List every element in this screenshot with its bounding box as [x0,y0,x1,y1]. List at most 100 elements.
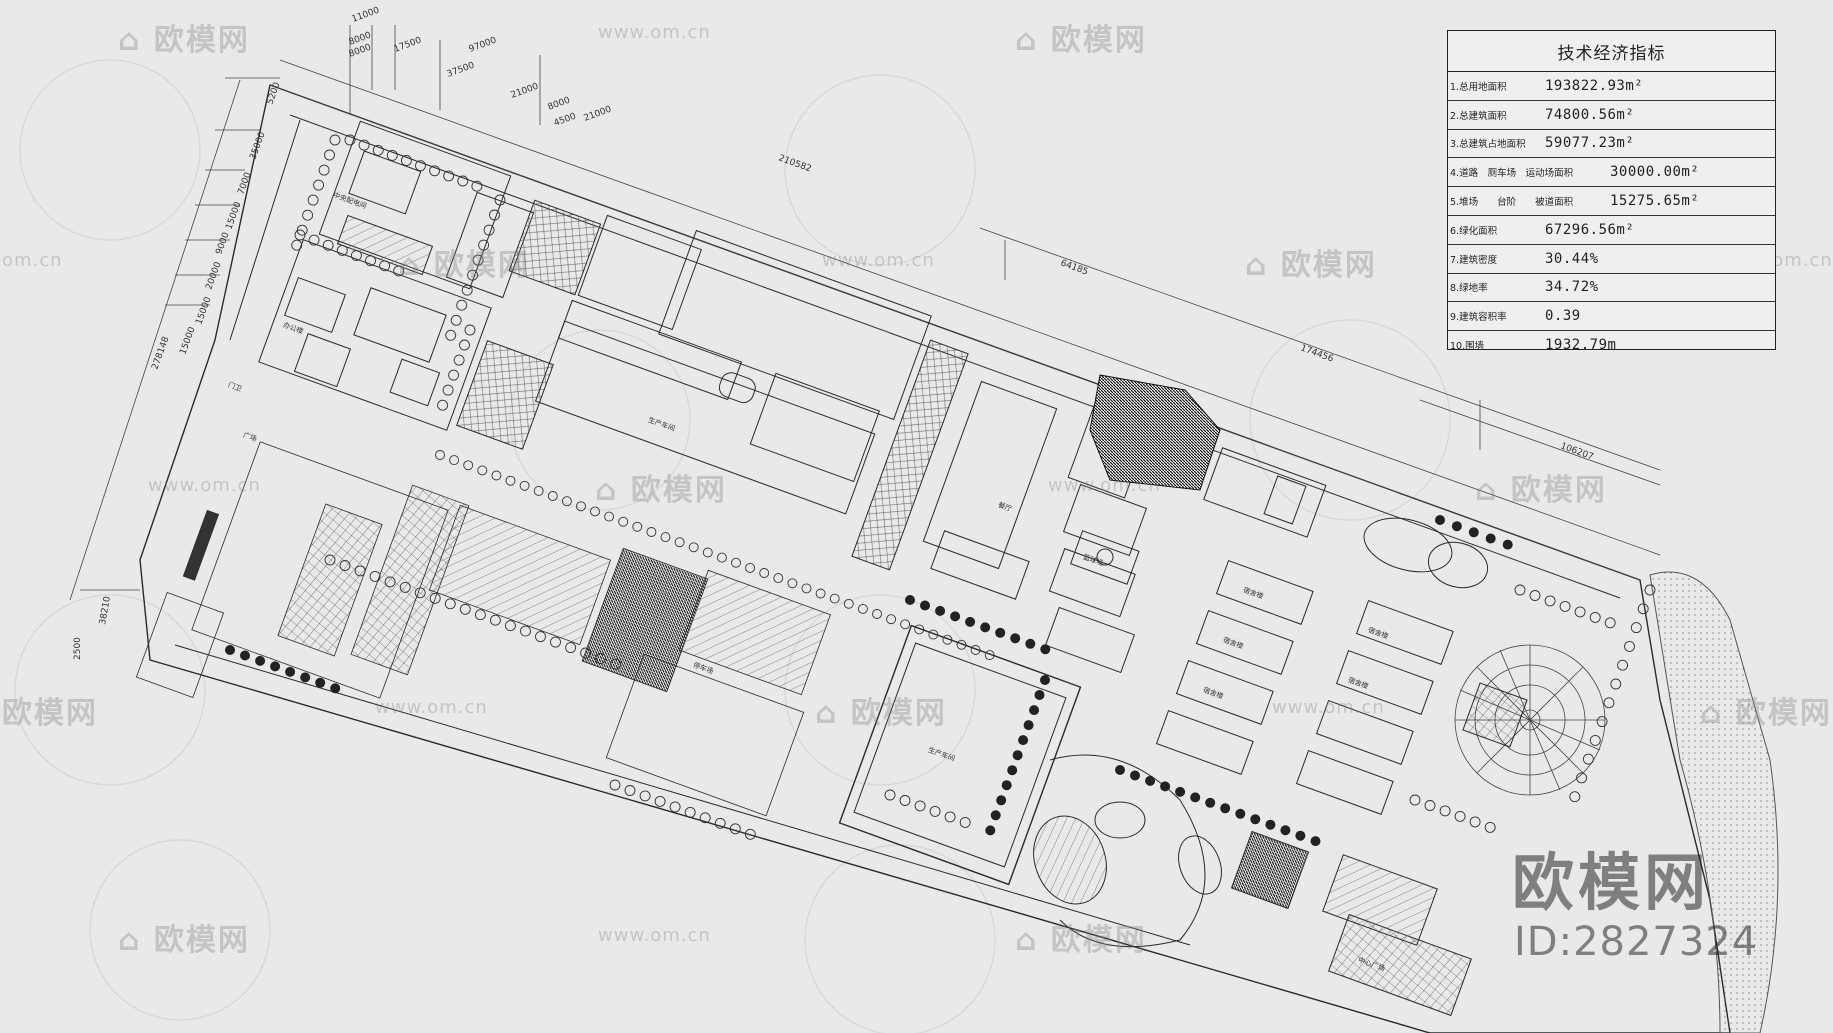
shrub [225,645,235,655]
tree [365,255,376,267]
tree [654,795,666,807]
shrub [905,595,915,605]
dim-left-total: 278148 [150,335,171,371]
tree [745,562,756,573]
shrub [315,677,326,688]
shrub [965,616,976,627]
shrub [1115,765,1125,775]
tree [1469,816,1481,828]
tree [1637,603,1649,615]
shrub [1190,792,1201,803]
dim-top-8: 21000 [583,105,614,124]
shrub [920,600,930,611]
shrub [1025,638,1036,649]
tree [843,598,854,609]
tree [369,570,381,582]
tree [1484,821,1496,833]
shrub [1007,765,1018,776]
shrub [285,666,296,677]
tree [457,175,469,187]
tree [505,475,516,486]
tree [944,811,956,823]
tree [478,239,490,251]
site-boundary [139,84,1731,1033]
row-label: 1.总用地面积 [1450,81,1507,93]
tree [942,634,953,645]
tree [624,785,636,796]
tree [669,801,681,813]
row-value: 193822.93m² [1545,77,1644,94]
shrub [1280,825,1291,836]
tree [1624,640,1635,652]
tree [1569,791,1581,803]
dim-left-4: 9000 [214,231,231,256]
dim-left-1: 35000 [248,130,267,161]
tree [576,501,586,512]
tree [354,565,366,577]
shrub [1145,775,1156,786]
shrub [255,655,266,666]
shrub [1485,533,1496,544]
tree [731,557,741,568]
tree [324,554,336,566]
tree [872,609,882,619]
shrub [240,650,250,661]
row-label: 5.堆场 台阶 被道面积 [1450,197,1574,209]
tree [435,450,445,460]
tree [1582,753,1594,765]
tree [970,645,981,655]
tree [483,224,495,236]
tree [463,460,474,471]
tree [714,817,726,829]
row-label: 3.总建筑占地面积 [1450,139,1526,151]
dim-left-5: 20000 [204,260,223,291]
tree [313,179,325,191]
dark-garden [1089,374,1221,491]
tree [358,139,370,151]
tree [660,532,671,543]
tree [437,399,449,411]
tree [308,234,320,246]
shrub [300,672,311,683]
table-title: 技术经济指标 [1448,31,1775,72]
tree [379,260,391,272]
tree [1559,600,1571,612]
tree [899,795,911,806]
tree [386,149,398,161]
tree [477,465,488,476]
shrub [1040,675,1050,685]
dim-top-9: 4500 [553,111,578,128]
tree [632,521,643,532]
tree [829,593,840,604]
tree [471,180,483,192]
tree [294,229,306,241]
tree [1576,772,1588,784]
tree [1596,716,1608,728]
tree [1603,697,1615,709]
tree [372,144,384,156]
tree [590,506,600,517]
dim-mid-b: 174456 [1299,343,1335,364]
tree [729,823,741,835]
shrub [1023,720,1034,731]
tree [1617,659,1629,671]
dormitory-blocks [1155,559,1454,815]
tree [474,609,486,621]
tree [561,496,572,507]
shrub [1160,781,1171,792]
tree [444,598,456,610]
shrub [935,605,946,616]
tree [900,619,911,630]
tree [491,470,502,481]
dim-left-0: 5200 [265,81,282,106]
row-label: 4.道路 厕车场 运动场面积 [1450,168,1574,180]
dim-top-7: 8000 [547,95,572,112]
tree [857,603,868,614]
tree [604,511,615,522]
shrub [980,622,991,633]
